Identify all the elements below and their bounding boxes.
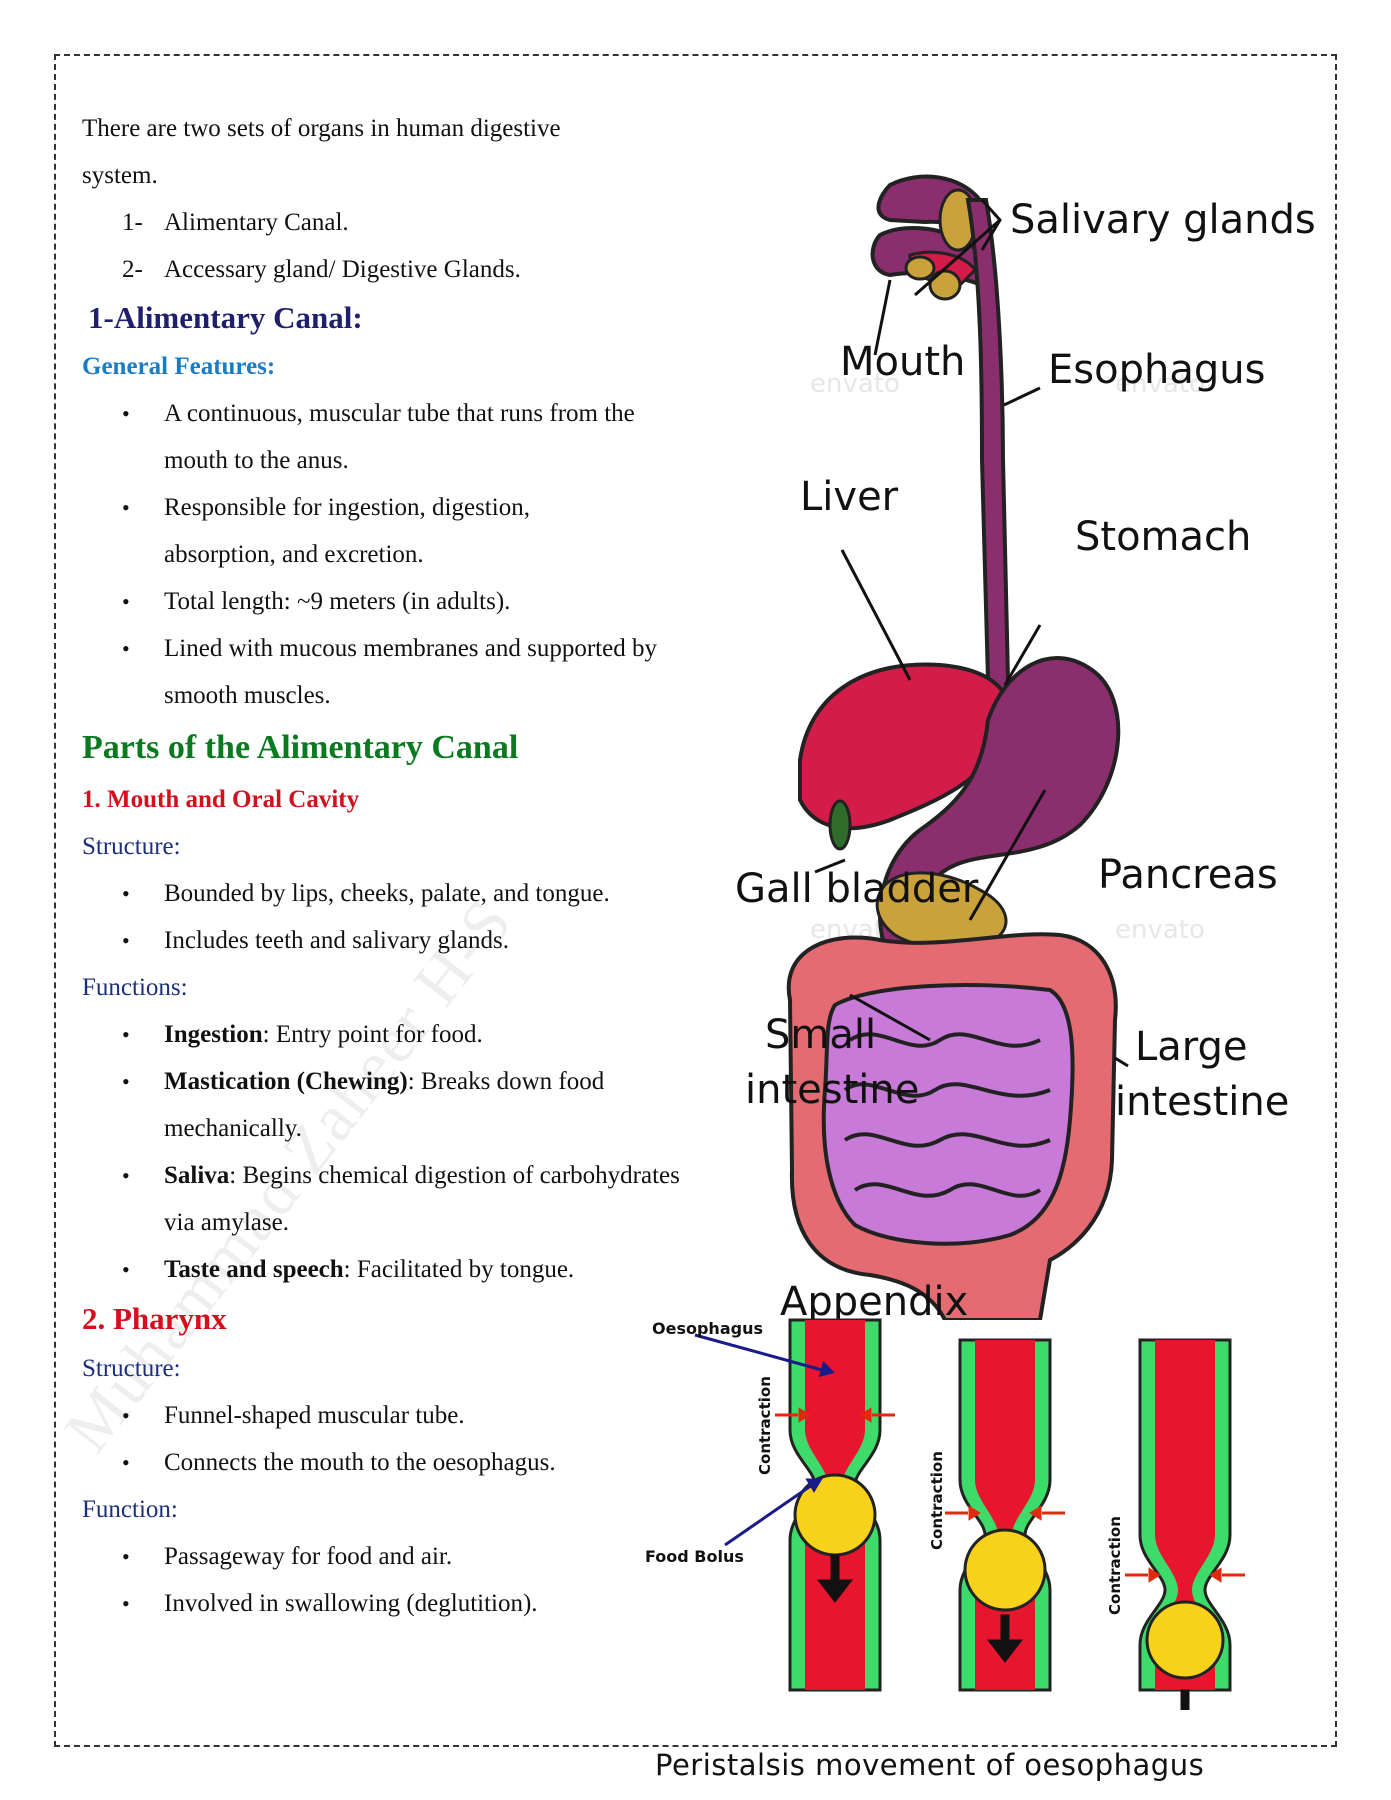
pharynx-function-list: Passageway for food and air. Involved in… [82,1533,722,1627]
pharynx-structure-list: Funnel-shaped muscular tube. Connects th… [82,1392,722,1486]
function-term: Taste and speech [164,1256,344,1283]
pharynx-structure-item: Funnel-shaped muscular tube. [82,1392,722,1439]
section-heading-alimentary: 1-Alimentary Canal: [88,300,363,335]
mouth-functions-list: Ingestion: Entry point for food. Mastica… [82,1011,722,1293]
function-desc: : Breaks down food mechanically. [164,1068,605,1142]
function-term: Mastication (Chewing) [164,1068,408,1095]
function-term: Saliva [164,1162,230,1189]
intro-item-text: Accessary gland/ Digestive Glands. [164,256,521,283]
parts-heading: Parts of the Alimentary Canal [82,729,519,766]
label-contraction-3: Contraction [1106,1516,1124,1615]
pharynx-heading: 2. Pharynx [82,1301,227,1336]
mouth-structure-item: Includes teeth and salivary glands. [82,917,722,964]
pharynx-function-item: Passageway for food and air. [82,1533,722,1580]
function-term: Ingestion [164,1021,263,1048]
page-border [54,54,1337,1747]
feature-item: Lined with mucous membranes and supporte… [82,625,704,719]
label-liver: Liver [800,474,899,520]
peristalsis-diagram: Oesophagus Food Bolus Contraction Contra… [645,1318,1245,1710]
pharynx-structure-label: Structure: [82,1355,181,1382]
pharynx-function-label: Function: [82,1496,178,1523]
label-salivary-glands: Salivary glands [1010,197,1316,243]
mouth-function-item: Mastication (Chewing): Breaks down food … [82,1058,684,1152]
salivary-gland-3 [904,255,936,281]
function-desc: : Entry point for food. [262,1021,483,1048]
salivary-gland-2 [928,269,962,301]
pharynx-function-item: Involved in swallowing (deglutition). [82,1580,722,1627]
label-mouth: Mouth [840,339,965,385]
label-large-intestine-line2: intestine [1115,1079,1289,1125]
label-pancreas: Pancreas [1098,852,1278,898]
label-small-intestine-line1: Small [765,1012,876,1058]
peristalsis-caption: Peristalsis movement of oesophagus [655,1748,1205,1782]
tube-1 [788,1318,882,1692]
mouth-structure-item: Bounded by lips, cheeks, palate, and ton… [82,870,722,917]
text-column: There are two sets of organs in human di… [82,105,722,1627]
tube-3 [1138,1338,1232,1692]
label-stomach: Stomach [1075,514,1251,560]
envato-watermarks: envato envato envato envato [810,369,1205,945]
intro-item-num: 1- [122,209,143,236]
function-desc: : Begins chemical digestion of carbohydr… [164,1162,680,1236]
mouth-function-item: Ingestion: Entry point for food. [82,1011,722,1058]
features-list: A continuous, muscular tube that runs fr… [82,390,702,719]
pharynx-structure-item: Connects the mouth to the oesophagus. [82,1439,722,1486]
intro-item-text: Alimentary Canal. [164,209,349,236]
function-desc: : Facilitated by tongue. [343,1256,575,1283]
tube-2 [958,1338,1052,1692]
intestine-coils [843,1032,1051,1198]
mouth-function-item: Saliva: Begins chemical digestion of car… [82,1152,684,1246]
label-esophagus: Esophagus [1048,347,1265,393]
mouth-structure-label: Structure: [82,833,181,860]
peristalsis-labels: Oesophagus Food Bolus Contraction Contra… [645,1319,1124,1615]
envato-mark: envato [1115,915,1205,945]
intro-text: There are two sets of organs in human di… [82,115,561,189]
label-oesophagus: Oesophagus [652,1319,763,1338]
label-gall-bladder: Gall bladder [735,866,979,912]
label-contraction-2: Contraction [928,1451,946,1550]
diagram-labels: Salivary glands Mouth Esophagus Liver St… [735,197,1316,1320]
general-features-heading: General Features: [82,353,276,380]
pointer-arrows [694,1333,835,1547]
intro-item-num: 2- [122,256,143,283]
movement-arrows [816,1554,1190,1710]
envato-mark: envato [1115,369,1205,399]
label-large-intestine-line1: Large [1135,1024,1248,1070]
stomach-shape [878,656,1121,963]
mouth-functions-label: Functions: [82,974,188,1001]
mouth-function-item: Taste and speech: Facilitated by tongue. [82,1246,722,1293]
label-small-intestine-line2: intestine [745,1067,919,1113]
small-intestine-shape [821,983,1075,1246]
intro-list: 1- Alimentary Canal. 2- Accessary gland/ D… [82,199,722,293]
feature-item: Total length: ~9 meters (in adults). [82,578,702,625]
label-food-bolus: Food Bolus [645,1547,744,1566]
mouth-structure-list: Bounded by lips, cheeks, palate, and ton… [82,870,722,964]
intro-item: 2- Accessary gland/ Digestive Glands. [82,246,722,293]
feature-item: Responsible for ingestion, digestion, ab… [82,484,634,578]
feature-item: A continuous, muscular tube that runs fr… [82,390,702,484]
food-bolus-3 [1145,1600,1225,1680]
leader-lines [814,198,1129,1068]
label-appendix: Appendix [780,1279,968,1320]
digestive-system-diagram: envato envato envato envato [735,174,1316,1320]
intro-item: 1- Alimentary Canal. [82,199,722,246]
mouth-heading: 1. Mouth and Oral Cavity [82,786,360,813]
food-bolus-2 [963,1528,1047,1612]
contraction-arrows [775,1407,1245,1583]
label-contraction-1: Contraction [756,1376,774,1475]
gall-bladder-shape [828,799,852,851]
envato-mark: envato [810,369,900,399]
